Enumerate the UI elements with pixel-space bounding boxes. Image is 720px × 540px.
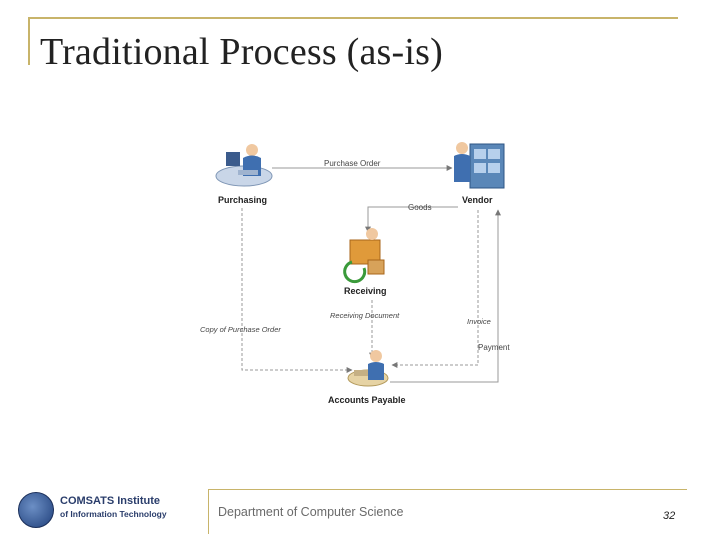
edge-payment	[390, 209, 501, 383]
logo-line2: of Information Technology	[60, 509, 167, 519]
vendor-icon	[454, 142, 505, 189]
label-goods: Goods	[408, 203, 432, 212]
title-rule-top	[28, 17, 678, 19]
node-purchasing: Purchasing	[218, 195, 267, 205]
label-purchase-order: Purchase Order	[324, 159, 381, 168]
page-number: 32	[663, 510, 676, 522]
globe-seal-icon	[18, 492, 54, 528]
logo-line1: COMSATS Institute	[60, 495, 161, 507]
slide-title: Traditional Process (as-is)	[40, 31, 443, 73]
institute-logo: COMSATS Institute of Information Technol…	[14, 489, 174, 529]
node-accounts-payable: Accounts Payable	[328, 395, 406, 405]
accounts-payable-icon	[347, 350, 389, 387]
receiving-icon	[343, 228, 385, 284]
purchasing-icon	[215, 144, 273, 187]
footer-department: Department of Computer Science	[218, 505, 404, 519]
edge-invoice	[391, 210, 479, 368]
footer-bar	[208, 489, 687, 534]
edge-copy-of-purchase-order	[241, 208, 353, 373]
title-rule-left	[28, 17, 30, 65]
label-invoice: Invoice	[467, 317, 491, 326]
node-receiving: Receiving	[344, 286, 387, 296]
label-payment: Payment	[478, 343, 510, 352]
label-receiving-document: Receiving Document	[330, 311, 400, 320]
node-vendor: Vendor	[462, 195, 493, 205]
label-copy-of-purchase-order: Copy of Purchase Order	[200, 325, 281, 334]
edge-goods	[365, 206, 458, 233]
